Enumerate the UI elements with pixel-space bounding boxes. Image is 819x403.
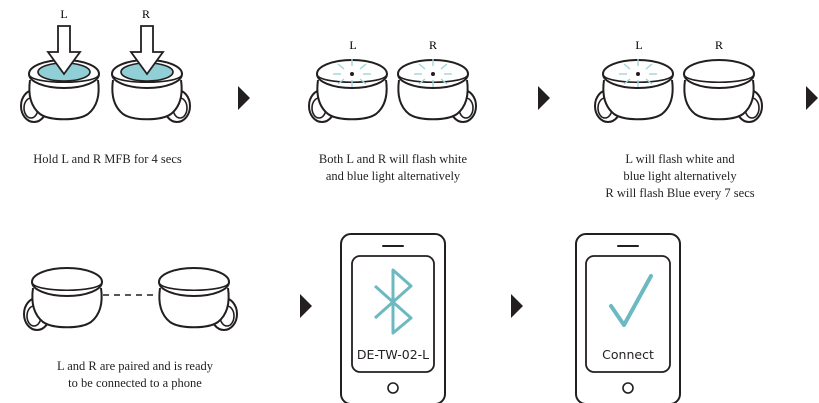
next-arrow-icon (300, 294, 312, 318)
step2-caption: Both L and R will flash white and blue l… (283, 151, 503, 185)
step3-caption-line1: L will flash white and (625, 152, 735, 166)
next-arrow-icon (511, 294, 523, 318)
step2-label-left: L (349, 38, 356, 52)
press-arrow-right-icon (129, 25, 165, 76)
step3-caption-line2: blue light alternatively (623, 169, 737, 183)
device-name: DE-TW-02-L (357, 347, 429, 362)
step1-label-left: L (60, 7, 67, 21)
step3-flash-left-icon (619, 59, 657, 87)
step3-label-left: L (635, 38, 642, 52)
step3-label-right: R (715, 38, 723, 52)
step4-left-earbud (23, 267, 103, 331)
step3-caption-line3: R will flash Blue every 7 secs (605, 186, 755, 200)
step3-left-earbud (594, 59, 674, 123)
connect-label: Connect (602, 347, 654, 362)
checkmark-icon (609, 274, 653, 327)
step3-right-earbud (683, 59, 763, 123)
step2-left-earbud (308, 59, 388, 123)
step2-flash-right-icon (414, 59, 452, 87)
bluetooth-icon (374, 268, 413, 335)
step1-caption: Hold L and R MFB for 4 secs (0, 151, 215, 168)
step2-caption-line2: and blue light alternatively (325, 169, 461, 183)
step4-caption: L and R are paired and is ready to be co… (10, 358, 260, 392)
step2-flash-left-icon (333, 59, 371, 87)
step4-caption-line2: to be connected to a phone (68, 376, 202, 390)
step3-caption: L will flash white and blue light altern… (565, 151, 795, 202)
press-arrow-left-icon (46, 25, 82, 76)
step2-caption-line1: Both L and R will flash white (318, 152, 468, 166)
next-arrow-icon (238, 86, 250, 110)
step2-right-earbud (397, 59, 477, 123)
next-arrow-icon (538, 86, 550, 110)
next-arrow-icon (806, 86, 818, 110)
step1-label-right: R (142, 7, 150, 21)
step4-right-earbud (158, 267, 238, 331)
step2-label-right: R (429, 38, 437, 52)
step1-caption-text: Hold L and R MFB for 4 secs (33, 152, 182, 166)
step4-caption-line1: L and R are paired and is ready (56, 359, 214, 373)
